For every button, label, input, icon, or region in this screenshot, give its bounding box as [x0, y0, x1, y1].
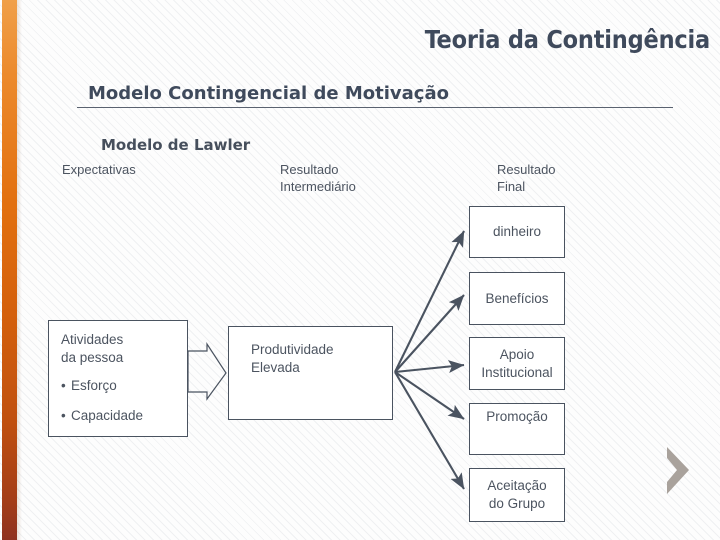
column-header-resultado-intermediario: Resultado Intermediário [280, 162, 356, 194]
box-dinheiro-label: dinheiro [492, 224, 542, 239]
arrow-to-apoio [394, 360, 465, 374]
box-dinheiro[interactable]: dinheiro [469, 206, 565, 258]
list-item-label: Capacidade [71, 408, 144, 423]
box-apoio-institucional[interactable]: Apoio Institucional [469, 337, 565, 390]
box-beneficios-label: Benefícios [485, 290, 549, 306]
box-aceitacao-label: Aceitação do Grupo [487, 478, 547, 511]
box-beneficios[interactable]: Benefícios [469, 272, 565, 325]
box-apoio-label: Apoio Institucional [481, 346, 553, 380]
arrow-to-dinheiro [394, 230, 465, 373]
atividades-list: • Esforço • Capacidade [61, 377, 187, 425]
box-atividades-da-pessoa[interactable]: Atividades da pessoa • Esforço • Capacid… [48, 320, 188, 437]
column-header-expectativas: Expectativas [62, 162, 136, 177]
box-promocao-label: Promoção [486, 409, 548, 424]
left-accent-bar [2, 0, 17, 540]
arrow-to-promocao [394, 371, 465, 420]
model-title: Modelo de Lawler [101, 136, 251, 154]
box-promocao[interactable]: Promoção [469, 403, 565, 455]
list-item: • Esforço [61, 377, 187, 395]
block-arrow-right-icon [187, 341, 227, 401]
arrow-to-aceitacao [394, 371, 465, 490]
box-atividades-heading: Atividades da pessoa [61, 332, 124, 365]
list-item-label: Esforço [71, 378, 117, 393]
arrow-to-beneficios [394, 294, 465, 373]
chevron-right-icon [667, 447, 689, 494]
list-item: • Capacidade [61, 407, 187, 425]
slide-subtitle: Modelo Contingencial de Motivação [88, 83, 449, 104]
page-title: Teoria da Contingência [424, 25, 710, 54]
box-aceitacao-do-grupo[interactable]: Aceitação do Grupo [469, 468, 565, 522]
bullet-icon: • [61, 378, 66, 393]
box-produtividade-elevada[interactable]: Produtividade Elevada [228, 326, 393, 420]
bullet-icon: • [61, 408, 66, 423]
left-accent-bar-shadow [17, 0, 22, 540]
box-produtividade-label: Produtividade Elevada [251, 342, 334, 375]
subtitle-divider [77, 107, 673, 108]
column-header-resultado-final: Resultado Final [497, 162, 556, 194]
